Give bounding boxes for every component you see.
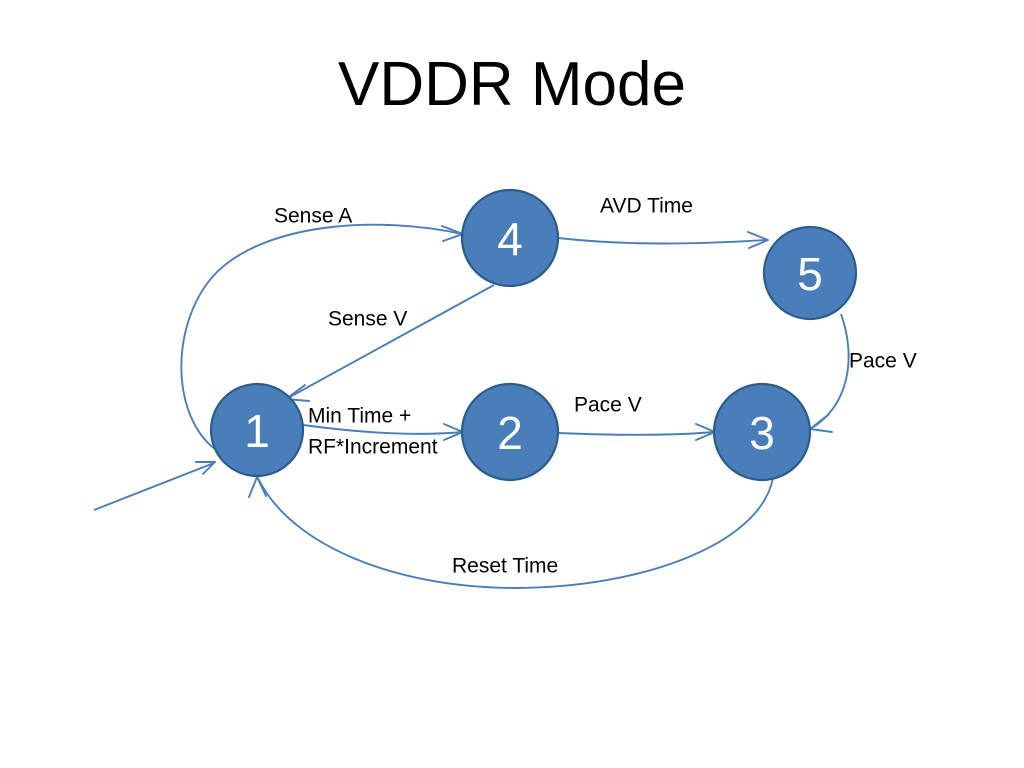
edge-pace-v-mid-line xyxy=(557,431,715,436)
edge-2-to-3 xyxy=(557,423,716,441)
edge-sense-a-line xyxy=(180,223,463,453)
edge-label-sense-a: Sense A xyxy=(274,205,352,228)
edge-pace-v-right-arrowhead xyxy=(809,414,833,433)
edge-entry-line xyxy=(93,462,215,511)
node-4-circle[interactable] xyxy=(460,188,560,288)
node-1-label: 1 xyxy=(244,405,270,457)
node-2-label: 2 xyxy=(497,407,523,459)
edge-4-to-1 xyxy=(285,284,495,402)
edge-pace-v-right-line xyxy=(811,313,850,429)
node-3-circle[interactable] xyxy=(712,382,812,482)
edge-min-time-line xyxy=(302,424,463,435)
edge-label-sense-v: Sense V xyxy=(328,308,407,331)
node-2[interactable]: 2 xyxy=(460,382,560,482)
edge-label-reset-time: Reset Time xyxy=(452,555,558,578)
node-1-circle[interactable] xyxy=(209,382,305,478)
edge-avd-time-line xyxy=(557,237,767,245)
node-4[interactable]: 4 xyxy=(460,188,560,288)
edge-label-pace-v-right: Pace V xyxy=(849,350,917,373)
edge-avd-time-arrowhead xyxy=(747,231,769,249)
node-2-circle[interactable] xyxy=(460,382,560,482)
edge-5-to-3 xyxy=(809,313,850,433)
node-1[interactable]: 1 xyxy=(209,382,305,478)
edge-label-pace-v-mid: Pace V xyxy=(574,394,642,417)
node-3[interactable]: 3 xyxy=(712,382,812,482)
node-5-label: 5 xyxy=(797,248,823,300)
node-5[interactable]: 5 xyxy=(762,225,858,321)
edge-label-min-time-line2: RF*Increment xyxy=(308,436,438,459)
edge-entry-arrowhead xyxy=(195,461,216,475)
edge-reset-time-line xyxy=(257,477,774,589)
edge-sense-v-line xyxy=(287,284,495,399)
edge-label-min-time-line1: Min Time + xyxy=(308,405,411,428)
edge-entry-to-1 xyxy=(93,461,216,511)
node-5-circle[interactable] xyxy=(762,225,858,321)
node-3-label: 3 xyxy=(749,407,775,459)
node-4-label: 4 xyxy=(497,213,523,265)
edge-sense-a-arrowhead xyxy=(441,225,464,242)
edge-4-to-5 xyxy=(557,231,769,249)
edge-label-avd-time: AVD Time xyxy=(600,195,693,218)
page-title: VDDR Mode xyxy=(338,50,686,119)
